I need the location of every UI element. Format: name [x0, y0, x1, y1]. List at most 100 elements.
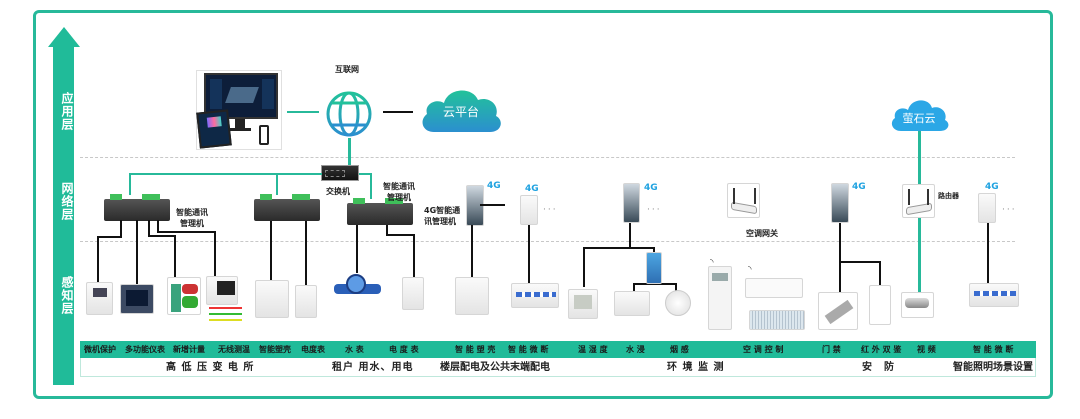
- monitoring-screens-image: [196, 70, 282, 150]
- pir-sensor: [869, 285, 891, 325]
- link-internet-to-cloud: [383, 111, 413, 113]
- ac-gateway-router: [727, 183, 760, 218]
- category-energy-meter: 电度表: [301, 345, 325, 354]
- 4g-badge-floor: 4G: [487, 181, 501, 191]
- wire-relay-protection-v: [120, 220, 122, 238]
- floor-smart-breaker-device: [511, 283, 559, 308]
- wire-floor-mccb: [471, 225, 473, 280]
- 4g-badge-security: 4G: [852, 182, 866, 192]
- category-floor-breaker: 智 能 微 断: [508, 345, 549, 354]
- wifi-icon-floor-ac: ◝: [710, 258, 714, 268]
- wire-tenant-meter-a: [386, 225, 388, 235]
- category-smoke: 烟 感: [670, 345, 689, 354]
- link-screens-to-internet: [287, 111, 319, 113]
- ellipsis-env: ···: [647, 205, 662, 215]
- category-water-meter: 水 表: [345, 345, 364, 354]
- water-meter-device: [334, 272, 381, 302]
- comm-gateway-2: [254, 194, 320, 221]
- layer-label-application: 应用层: [60, 92, 74, 131]
- smart-mccb-device: [255, 280, 289, 318]
- wire-smoke: [675, 283, 677, 291]
- 4g-gateway-env: [623, 183, 640, 223]
- link-ezviz-to-camera: [918, 131, 921, 306]
- wire-temp-c: [214, 231, 216, 278]
- wire-env-bus: [583, 247, 654, 249]
- link-to-gateway-1: [129, 173, 131, 195]
- internet-label: 互联网: [335, 65, 359, 74]
- floor-ac-unit: [708, 266, 732, 330]
- wire-pir: [879, 261, 881, 285]
- group-tenant: 租户 用水、用电: [332, 362, 414, 373]
- group-bar: [80, 358, 1036, 377]
- gateway-3-label: 智能通讯 管理机: [383, 182, 415, 202]
- wire-security-bus: [839, 261, 880, 263]
- category-wireless-temp: 无线测温: [218, 345, 250, 354]
- group-floor-distribution: 楼层配电及公共末端配电: [440, 362, 550, 373]
- 4g-gateway-security: [831, 183, 849, 223]
- wire-tenant-meter-b: [386, 234, 414, 236]
- layer-label-perception: 感知层: [60, 276, 74, 315]
- fan-coil-unit: [749, 310, 805, 330]
- wire-metering-c: [174, 235, 176, 280]
- 4g-breaker-module: [520, 195, 538, 225]
- category-water-leak: 水 浸: [626, 345, 645, 354]
- ellipsis-breaker: ···: [543, 205, 558, 215]
- wire-relay-protection: [97, 236, 99, 286]
- group-environment: 环 境 监 测: [667, 362, 725, 373]
- cloud-platform-label: 云平台: [442, 105, 479, 119]
- wire-energy-meter: [305, 221, 307, 287]
- wire-env-trunk: [629, 223, 631, 248]
- link-internet-to-switch: [348, 138, 351, 166]
- wire-mccb: [270, 221, 272, 283]
- category-lighting-breaker: 智 能 微 断: [973, 345, 1014, 354]
- signal-converter-device: [646, 252, 662, 284]
- ezviz-cloud-label: 萤石云: [902, 112, 936, 125]
- gateway-1-label: 智能通讯 管理机: [176, 208, 208, 228]
- ellipsis-lighting: ···: [1002, 205, 1017, 215]
- 4g-badge-breaker: 4G: [525, 184, 539, 194]
- wifi-icon-wall-ac: ◝: [748, 265, 752, 275]
- lighting-breaker-device: [969, 283, 1019, 307]
- wire-water-meter: [356, 225, 358, 273]
- wire-lighting-breaker: [987, 223, 989, 283]
- link-switch-to-gateway-3-h: [359, 173, 371, 175]
- wire-floor-breaker: [528, 225, 530, 285]
- layer-divider-bottom: [80, 241, 1015, 242]
- layer-arrow-shaft: [53, 46, 74, 385]
- temp-sensor-red-line: [209, 307, 242, 309]
- 4g-badge-lighting: 4G: [985, 182, 999, 192]
- relay-protection-device: [86, 282, 113, 315]
- 4g-lighting-module: [978, 193, 996, 223]
- door-access-sensor: [818, 292, 858, 330]
- link-to-gateway-3: [370, 173, 372, 199]
- ezviz-cloud-icon: [891, 100, 949, 131]
- category-temp-humidity: 温 湿 度: [578, 345, 608, 354]
- link-4g-antenna: [480, 204, 505, 206]
- category-bar: [80, 341, 1036, 358]
- smoke-detector-device: [665, 290, 691, 316]
- category-new-metering: 新增计量: [173, 345, 205, 354]
- wire-env-sub-bus: [633, 283, 675, 285]
- category-ac-control: 空 调 控 制: [743, 345, 784, 354]
- floor-smart-mccb-device: [455, 277, 489, 315]
- wire-env-converter: [653, 247, 655, 255]
- wire-water-leak: [633, 283, 635, 291]
- category-pir: 红 外 双 鉴: [861, 345, 902, 354]
- category-video: 视 频: [917, 345, 936, 354]
- 4g-gateway-label: 4G智能通 讯管理机: [424, 206, 461, 226]
- wireless-metering-device: [167, 277, 201, 315]
- wire-temp-b: [157, 231, 215, 233]
- group-security: 安 防: [862, 362, 895, 373]
- wire-metering-b: [148, 235, 175, 237]
- multifunction-meter-device: [120, 284, 154, 314]
- 4g-badge-env: 4G: [644, 183, 658, 193]
- link-to-gateway-2: [276, 173, 278, 195]
- wire-metering-a: [148, 220, 150, 236]
- link-switch-to-gateways: [129, 173, 322, 175]
- temp-sensor-yellow-line: [209, 319, 242, 321]
- category-floor-mccb: 智 能 塑 壳: [455, 345, 496, 354]
- wire-env-thermostat: [583, 247, 585, 287]
- group-lighting: 智能照明场景设置: [953, 362, 1033, 373]
- comm-gateway-3: [347, 198, 413, 225]
- temp-sensor-green-line: [209, 313, 242, 315]
